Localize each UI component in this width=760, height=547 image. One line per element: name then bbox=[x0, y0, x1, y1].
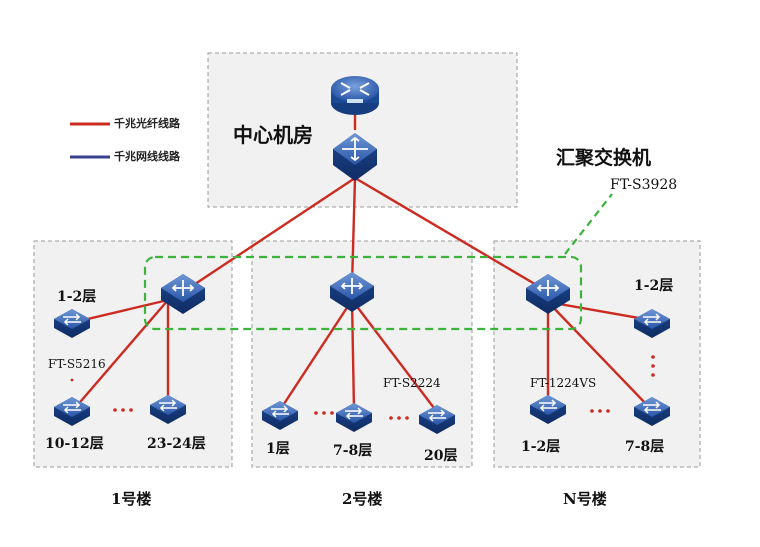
b2-floor-7-label: 7-8层 bbox=[333, 443, 373, 459]
bn-floor-1-switch-icon bbox=[530, 395, 566, 424]
link-b1-floor-top bbox=[74, 298, 169, 324]
agg-switch-b1-icon bbox=[161, 274, 205, 314]
link-core-agg1 bbox=[182, 176, 356, 294]
link-core-agg2 bbox=[350, 177, 357, 286]
building-2-panel bbox=[251, 240, 473, 468]
b1-floor-mid-label: 10-12层 bbox=[45, 436, 104, 452]
core-room-title: 中心机房 bbox=[233, 123, 313, 147]
link-b2-floor-7 bbox=[350, 299, 356, 411]
aggregation-group-outline bbox=[143, 255, 583, 331]
b1-building-name: 1号楼 bbox=[111, 490, 152, 508]
bn-model-label: FT-1224VS bbox=[530, 376, 597, 390]
legend-fiber-label: 千兆光纤线路 bbox=[114, 117, 180, 130]
bn-building-name: N号楼 bbox=[563, 490, 607, 508]
link-b1-floor-10 bbox=[74, 299, 169, 409]
b1-floor-top-label: 1-2层 bbox=[57, 289, 97, 305]
b2-floor-7-switch-icon bbox=[336, 403, 372, 432]
b1-model-label: FT-S5216 bbox=[48, 357, 106, 371]
link-bn-floor-7 bbox=[547, 301, 649, 407]
agg-switch-b2-icon bbox=[330, 272, 374, 312]
link-bn-floor-top bbox=[547, 300, 651, 322]
bn-floor-7-switch-icon bbox=[634, 397, 670, 426]
b2-floor-20-switch-icon bbox=[419, 405, 455, 434]
bn-floor-1-label: 1-2层 bbox=[521, 439, 561, 455]
link-core-aggn bbox=[354, 176, 546, 292]
core-switch-icon bbox=[333, 133, 377, 181]
legend-copper-label: 千兆网线线路 bbox=[114, 150, 180, 163]
bn-floor-7-label: 7-8层 bbox=[625, 439, 665, 455]
b2-floor-1-switch-icon bbox=[262, 401, 298, 430]
building-1-panel bbox=[33, 240, 233, 468]
bn-floor-top-switch-icon bbox=[634, 309, 670, 338]
link-b2-floor-1 bbox=[278, 299, 354, 411]
b1-floor-mid-switch-icon bbox=[54, 397, 90, 426]
fiber-links bbox=[74, 112, 651, 413]
b2-building-name: 2号楼 bbox=[342, 490, 383, 508]
link-b2-floor-20 bbox=[351, 299, 438, 413]
b2-model-label: FT-S2224 bbox=[383, 376, 441, 390]
aggregation-model: FT-S3928 bbox=[610, 177, 678, 193]
b2-floor-1-label: 1层 bbox=[266, 441, 290, 457]
b1-floor-top-switch-icon bbox=[54, 309, 90, 338]
bn-floor-top-label: 1-2层 bbox=[634, 278, 674, 294]
router-icon bbox=[331, 76, 379, 115]
aggregation-title: 汇聚交换机 bbox=[556, 147, 652, 169]
b1-floor-end-switch-icon bbox=[150, 395, 186, 424]
ellipsis-dots bbox=[70, 355, 655, 420]
agg-switch-bn-icon bbox=[526, 274, 570, 314]
aggregation-callout-line bbox=[564, 193, 613, 255]
b2-floor-20-label: 20层 bbox=[424, 448, 458, 464]
b1-floor-end-label: 23-24层 bbox=[147, 436, 206, 452]
